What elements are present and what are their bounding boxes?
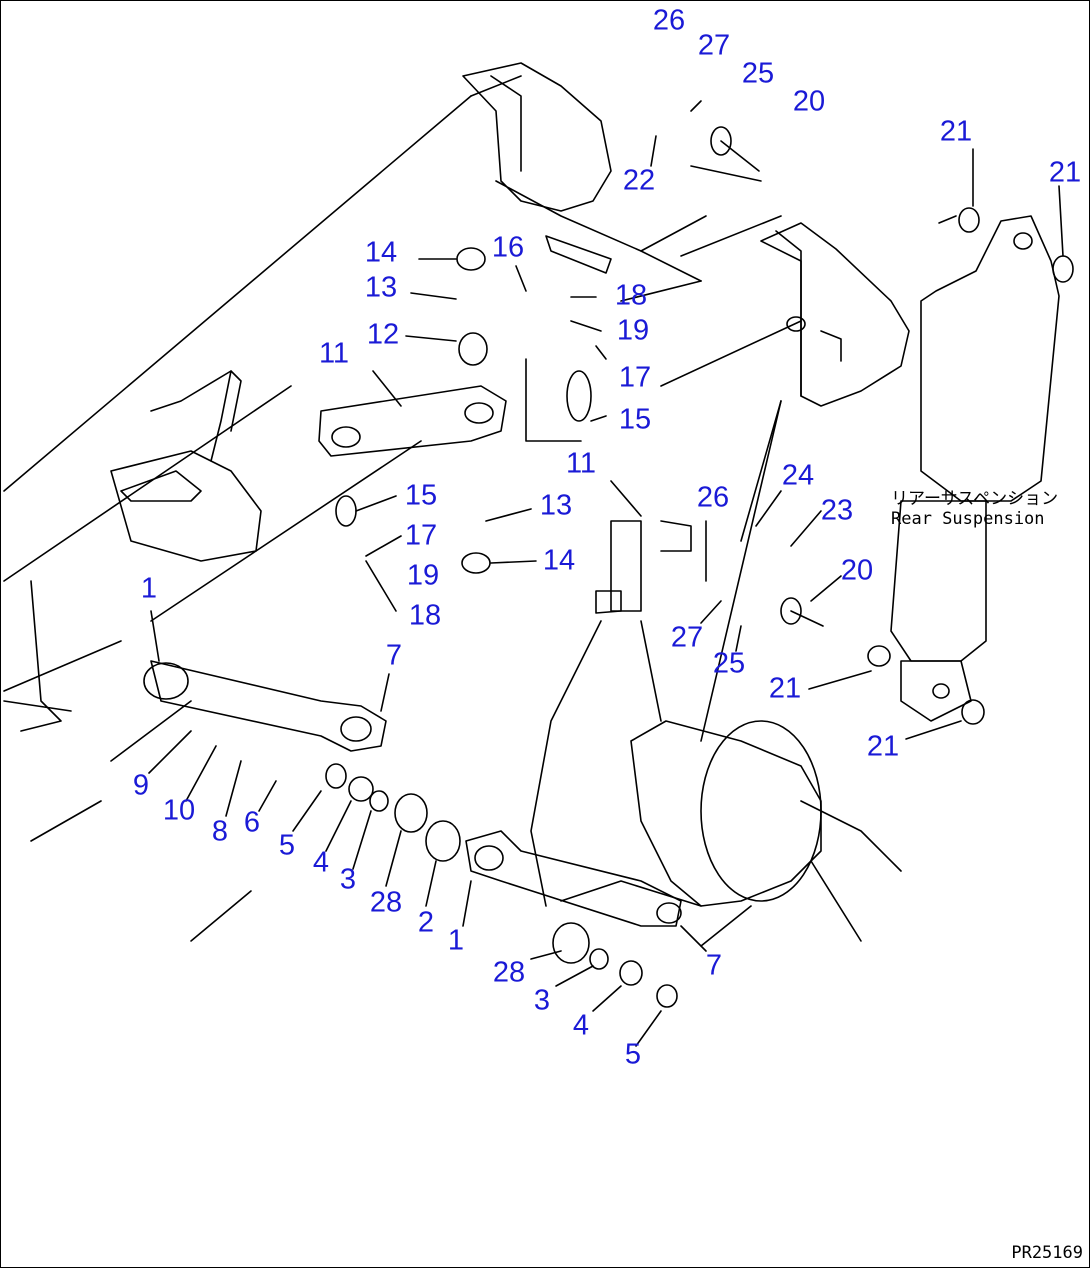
callout-13: 13 [364, 271, 398, 304]
callout-19: 19 [406, 559, 440, 592]
callout-5: 5 [278, 829, 296, 862]
callout-20: 20 [840, 554, 874, 587]
callout-26: 26 [652, 4, 686, 37]
callout-11: 11 [565, 447, 597, 480]
callout-13: 13 [539, 489, 573, 522]
callout-21: 21 [866, 730, 900, 763]
callout-1: 1 [447, 924, 465, 957]
callout-21: 21 [1048, 156, 1082, 189]
callout-17: 17 [618, 361, 652, 394]
callout-3: 3 [533, 984, 551, 1017]
callout-15: 15 [404, 479, 438, 512]
callout-9: 9 [132, 769, 150, 802]
callout-26: 26 [696, 481, 730, 514]
rear-suspension-note-english: Rear Suspension [891, 509, 1045, 530]
callout-14: 14 [364, 236, 398, 269]
callout-24: 24 [781, 459, 815, 492]
drawing-code: PR25169 [1011, 1243, 1083, 1263]
callout-21: 21 [939, 115, 973, 148]
callout-6: 6 [243, 806, 261, 839]
callout-3: 3 [339, 863, 357, 896]
callout-15: 15 [618, 403, 652, 436]
callout-21: 21 [768, 672, 802, 705]
callout-5: 5 [624, 1038, 642, 1071]
callout-7: 7 [705, 949, 723, 982]
callout-4: 4 [312, 846, 330, 879]
rear-suspension-note: リアーサスペンション Rear Suspension [891, 489, 1058, 530]
callout-20: 20 [792, 85, 826, 118]
callout-19: 19 [616, 314, 650, 347]
callout-14: 14 [542, 544, 576, 577]
callout-17: 17 [404, 519, 438, 552]
callout-27: 27 [670, 621, 704, 654]
callout-18: 18 [408, 599, 442, 632]
callout-27: 27 [697, 29, 731, 62]
callout-4: 4 [572, 1009, 590, 1042]
callout-7: 7 [385, 639, 403, 672]
callout-2: 2 [417, 906, 435, 939]
callout-18: 18 [614, 279, 648, 312]
callout-22: 22 [622, 164, 656, 197]
callout-12: 12 [366, 318, 400, 351]
callout-23: 23 [820, 494, 854, 527]
callout-16: 16 [491, 231, 525, 264]
callout-11: 11 [318, 337, 350, 370]
callout-25: 25 [712, 647, 746, 680]
rear-suspension-note-japanese: リアーサスペンション [891, 489, 1059, 509]
callout-10: 10 [162, 794, 196, 827]
callout-28: 28 [492, 956, 526, 989]
callout-1: 1 [140, 572, 158, 605]
callout-28: 28 [369, 886, 403, 919]
callout-25: 25 [741, 57, 775, 90]
callout-8: 8 [211, 815, 229, 848]
